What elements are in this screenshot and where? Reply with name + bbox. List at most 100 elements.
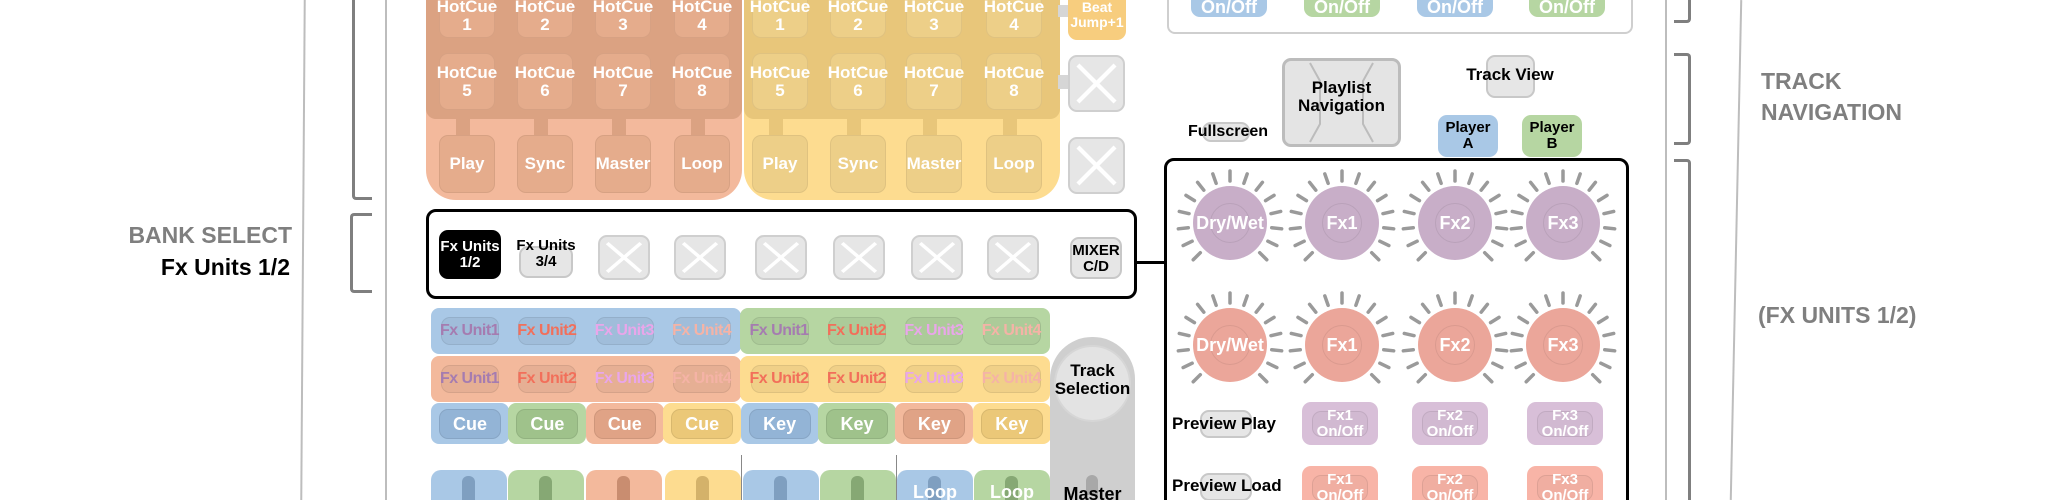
fader-knob[interactable] — [928, 476, 941, 500]
hotcue-pad-2[interactable]: HotCue 2 — [515, 0, 575, 38]
beat-jump-button[interactable]: Beat Jump+1 — [1068, 0, 1126, 40]
fader-knob[interactable] — [462, 476, 475, 500]
fader-knob[interactable] — [696, 476, 709, 500]
transport-button-master[interactable]: Master — [906, 135, 962, 193]
fader-knob[interactable] — [774, 476, 787, 500]
cue-button[interactable]: Cue — [439, 409, 501, 439]
player-b-button[interactable]: Player B — [1522, 115, 1582, 157]
fx-assign-button[interactable] — [750, 365, 809, 393]
hotcue-pad-1[interactable]: HotCue 1 — [750, 0, 810, 38]
fullscreen-button[interactable] — [1202, 122, 1250, 142]
fx-knob-dry-wet[interactable] — [1193, 308, 1267, 382]
hotcue-pad-1[interactable]: HotCue 1 — [437, 0, 497, 38]
on-off-button[interactable]: On/Off — [1191, 0, 1267, 17]
player-a-button[interactable]: Player A — [1438, 115, 1498, 157]
fx-knob-fx3[interactable] — [1526, 186, 1600, 260]
fx-units-1-2-button[interactable]: Fx Units 1/2 — [439, 230, 501, 279]
fader-knob[interactable] — [851, 476, 864, 500]
on-off-button[interactable]: On/Off — [1304, 0, 1380, 17]
hotcue-pad-3[interactable]: HotCue 3 — [904, 0, 964, 38]
fx-assign-button[interactable] — [518, 365, 577, 393]
fx-knob-fx2[interactable] — [1418, 308, 1492, 382]
transport-button-play[interactable]: Play — [752, 135, 808, 193]
hotcue-pad-8[interactable]: HotCue 8 — [984, 53, 1044, 110]
cue-button[interactable]: Cue — [516, 409, 579, 439]
hotcue-pad-4[interactable]: HotCue 4 — [672, 0, 732, 38]
key-button[interactable]: Key — [903, 409, 966, 439]
unassigned-bank-button[interactable] — [911, 235, 963, 280]
fx-assign-button[interactable] — [595, 317, 654, 345]
track-view-button[interactable] — [1486, 55, 1535, 98]
fx-assign-button[interactable] — [750, 317, 809, 345]
unassigned-bank-button[interactable] — [598, 235, 650, 280]
hotcue-pad-6[interactable]: HotCue 6 — [515, 53, 575, 110]
track-selection-encoder[interactable] — [1054, 345, 1131, 422]
unassigned-bank-button[interactable] — [987, 235, 1039, 280]
fader-knob[interactable] — [617, 476, 630, 500]
fx-units-3-4-button[interactable] — [519, 246, 573, 278]
fx-assign-button[interactable] — [518, 317, 577, 345]
fx-knob-dry-wet[interactable] — [1193, 186, 1267, 260]
fx-assign-button[interactable] — [441, 365, 499, 393]
hotcue-pad-6[interactable]: HotCue 6 — [828, 53, 888, 110]
fx-assign-button[interactable] — [595, 365, 654, 393]
key-button[interactable]: Key — [748, 409, 811, 439]
fx-knob-label: Fx1 — [1326, 334, 1358, 355]
playlist-navigation-encoder[interactable] — [1282, 58, 1401, 147]
key-button[interactable]: Key — [980, 409, 1043, 439]
fx-on-off-label: Fx1 On/Off — [1316, 470, 1364, 500]
master-fader-knob[interactable] — [1086, 475, 1098, 495]
unassigned-bank-button[interactable] — [674, 235, 726, 280]
hotcue-pad-8[interactable]: HotCue 8 — [672, 53, 732, 110]
fx-on-off-button[interactable] — [1412, 402, 1488, 445]
fx-assign-button[interactable] — [905, 365, 964, 393]
fx-knob-fx1[interactable] — [1305, 186, 1379, 260]
fx-assign-button[interactable] — [828, 365, 886, 393]
hotcue-pad-2[interactable]: HotCue 2 — [828, 0, 888, 38]
preview-play-button[interactable] — [1200, 410, 1252, 438]
fx-assign-button[interactable] — [982, 365, 1041, 393]
transport-button-loop[interactable]: Loop — [986, 135, 1042, 193]
fx-knob-fx2[interactable] — [1418, 186, 1492, 260]
fx-on-off-button[interactable] — [1527, 402, 1603, 445]
fx-on-off-button[interactable] — [1302, 402, 1378, 445]
on-off-button[interactable]: On/Off — [1529, 0, 1605, 17]
transport-button-master[interactable]: Master — [595, 135, 651, 193]
key-button[interactable]: Key — [826, 409, 888, 439]
fx-assign-button[interactable] — [673, 317, 732, 345]
fx-assign-button[interactable] — [905, 317, 964, 345]
cue-button[interactable]: Cue — [593, 409, 656, 439]
hotcue-pad-5[interactable]: HotCue 5 — [437, 53, 497, 110]
fx-assign-button[interactable] — [982, 317, 1041, 345]
hotcue-pad-3[interactable]: HotCue 3 — [593, 0, 653, 38]
fx-knob-fx3[interactable] — [1526, 308, 1600, 382]
fx-assign-label: Fx Unit2 — [517, 321, 577, 339]
hotcue-pad-4[interactable]: HotCue 4 — [984, 0, 1044, 38]
transport-button-play[interactable]: Play — [439, 135, 495, 193]
mixer-c-d-button[interactable] — [1070, 237, 1122, 279]
fader-knob[interactable] — [1005, 476, 1018, 500]
unassigned-button[interactable] — [1068, 55, 1125, 112]
fx-assign-button[interactable] — [828, 317, 886, 345]
fx-assign-button[interactable] — [673, 365, 732, 393]
transport-button-sync[interactable]: Sync — [830, 135, 886, 193]
hotcue-pad-7[interactable]: HotCue 7 — [904, 53, 964, 110]
fx-on-off-button[interactable] — [1302, 466, 1378, 500]
cue-button[interactable]: Cue — [671, 409, 734, 439]
fader-knob[interactable] — [539, 476, 552, 500]
track-view-label: Track View — [1466, 65, 1554, 85]
fx-assign-button[interactable] — [441, 317, 499, 345]
transport-button-loop[interactable]: Loop — [674, 135, 730, 193]
hotcue-pad-7[interactable]: HotCue 7 — [593, 53, 653, 110]
unassigned-button[interactable] — [1068, 137, 1125, 194]
unassigned-bank-button[interactable] — [833, 235, 885, 280]
fx-on-off-button[interactable] — [1527, 466, 1603, 500]
fx-knob-fx1[interactable] — [1305, 308, 1379, 382]
on-off-button[interactable]: On/Off — [1417, 0, 1493, 17]
fx-on-off-button[interactable] — [1412, 466, 1488, 500]
hotcue-pad-5[interactable]: HotCue 5 — [750, 53, 810, 110]
transport-button-sync[interactable]: Sync — [517, 135, 573, 193]
x-icon — [681, 241, 719, 274]
unassigned-bank-button[interactable] — [755, 235, 807, 280]
